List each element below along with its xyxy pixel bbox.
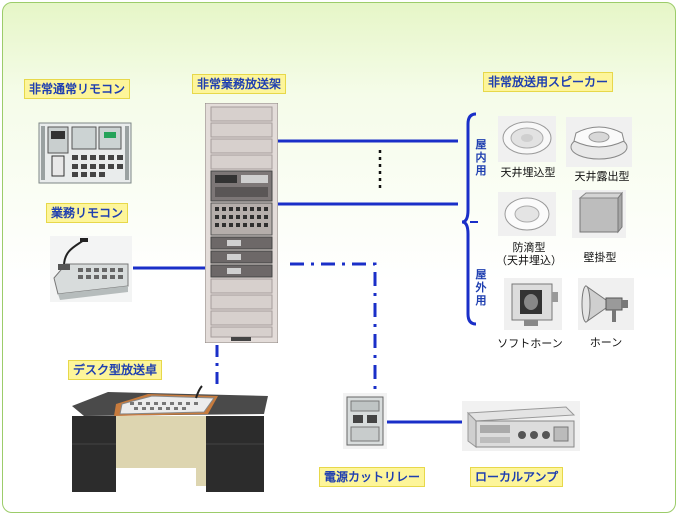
outdoor-char-2: 外: [475, 281, 487, 294]
speaker-bracket: [461, 112, 477, 326]
business-remote-label: 業務リモコン: [46, 203, 129, 223]
broadcast-rack: [204, 102, 279, 344]
speakers-label: 非常放送用スピーカー: [483, 72, 614, 92]
ceiling-exposed-speaker-icon: [566, 117, 632, 167]
wire-rack-to-power-cutter: [290, 262, 377, 393]
emergency-remote-panel: [38, 122, 132, 184]
outdoor-char-3: 用: [475, 294, 487, 307]
indoor-char-1: 屋: [475, 138, 487, 151]
desk-console: [68, 384, 270, 494]
drip-proof-caption-line1: 防滴型: [512, 241, 546, 254]
drip-proof-speaker-icon: [498, 192, 556, 236]
local-amplifier-label: ローカルアンプ: [470, 467, 564, 487]
ceiling-embedded-speaker-icon: [498, 116, 556, 162]
desk-label: デスク型放送卓: [68, 360, 163, 380]
local-amplifier-unit: [462, 401, 580, 451]
indoor-group-label: 屋 内 用: [475, 138, 487, 177]
indoor-char-3: 用: [475, 164, 487, 177]
indoor-char-2: 内: [475, 151, 487, 164]
wall-mounted-speaker-icon: [572, 190, 626, 238]
soft-horn-speaker-icon: [504, 278, 562, 330]
emergency-remote-label: 非常通常リモコン: [24, 79, 131, 99]
rack-label: 非常業務放送架: [192, 74, 287, 94]
ceiling-exposed-caption: 天井露出型: [574, 170, 630, 183]
horn-caption: ホーン: [589, 336, 623, 349]
soft-horn-caption: ソフトホーン: [497, 337, 563, 350]
power-cut-relay-label: 電源カットリレー: [319, 467, 426, 487]
outdoor-char-1: 屋: [475, 268, 487, 281]
drip-proof-caption: 防滴型 （天井埋込）: [494, 241, 564, 267]
outdoor-group-label: 屋 外 用: [475, 268, 487, 307]
power-cut-relay-unit: [343, 393, 387, 449]
drip-proof-caption-line2: （天井埋込）: [496, 254, 562, 267]
ceiling-embedded-caption: 天井埋込型: [500, 166, 556, 179]
wall-mounted-caption: 壁掛型: [583, 251, 617, 264]
business-remote-console: [50, 236, 132, 302]
horn-speaker-icon: [578, 278, 634, 330]
